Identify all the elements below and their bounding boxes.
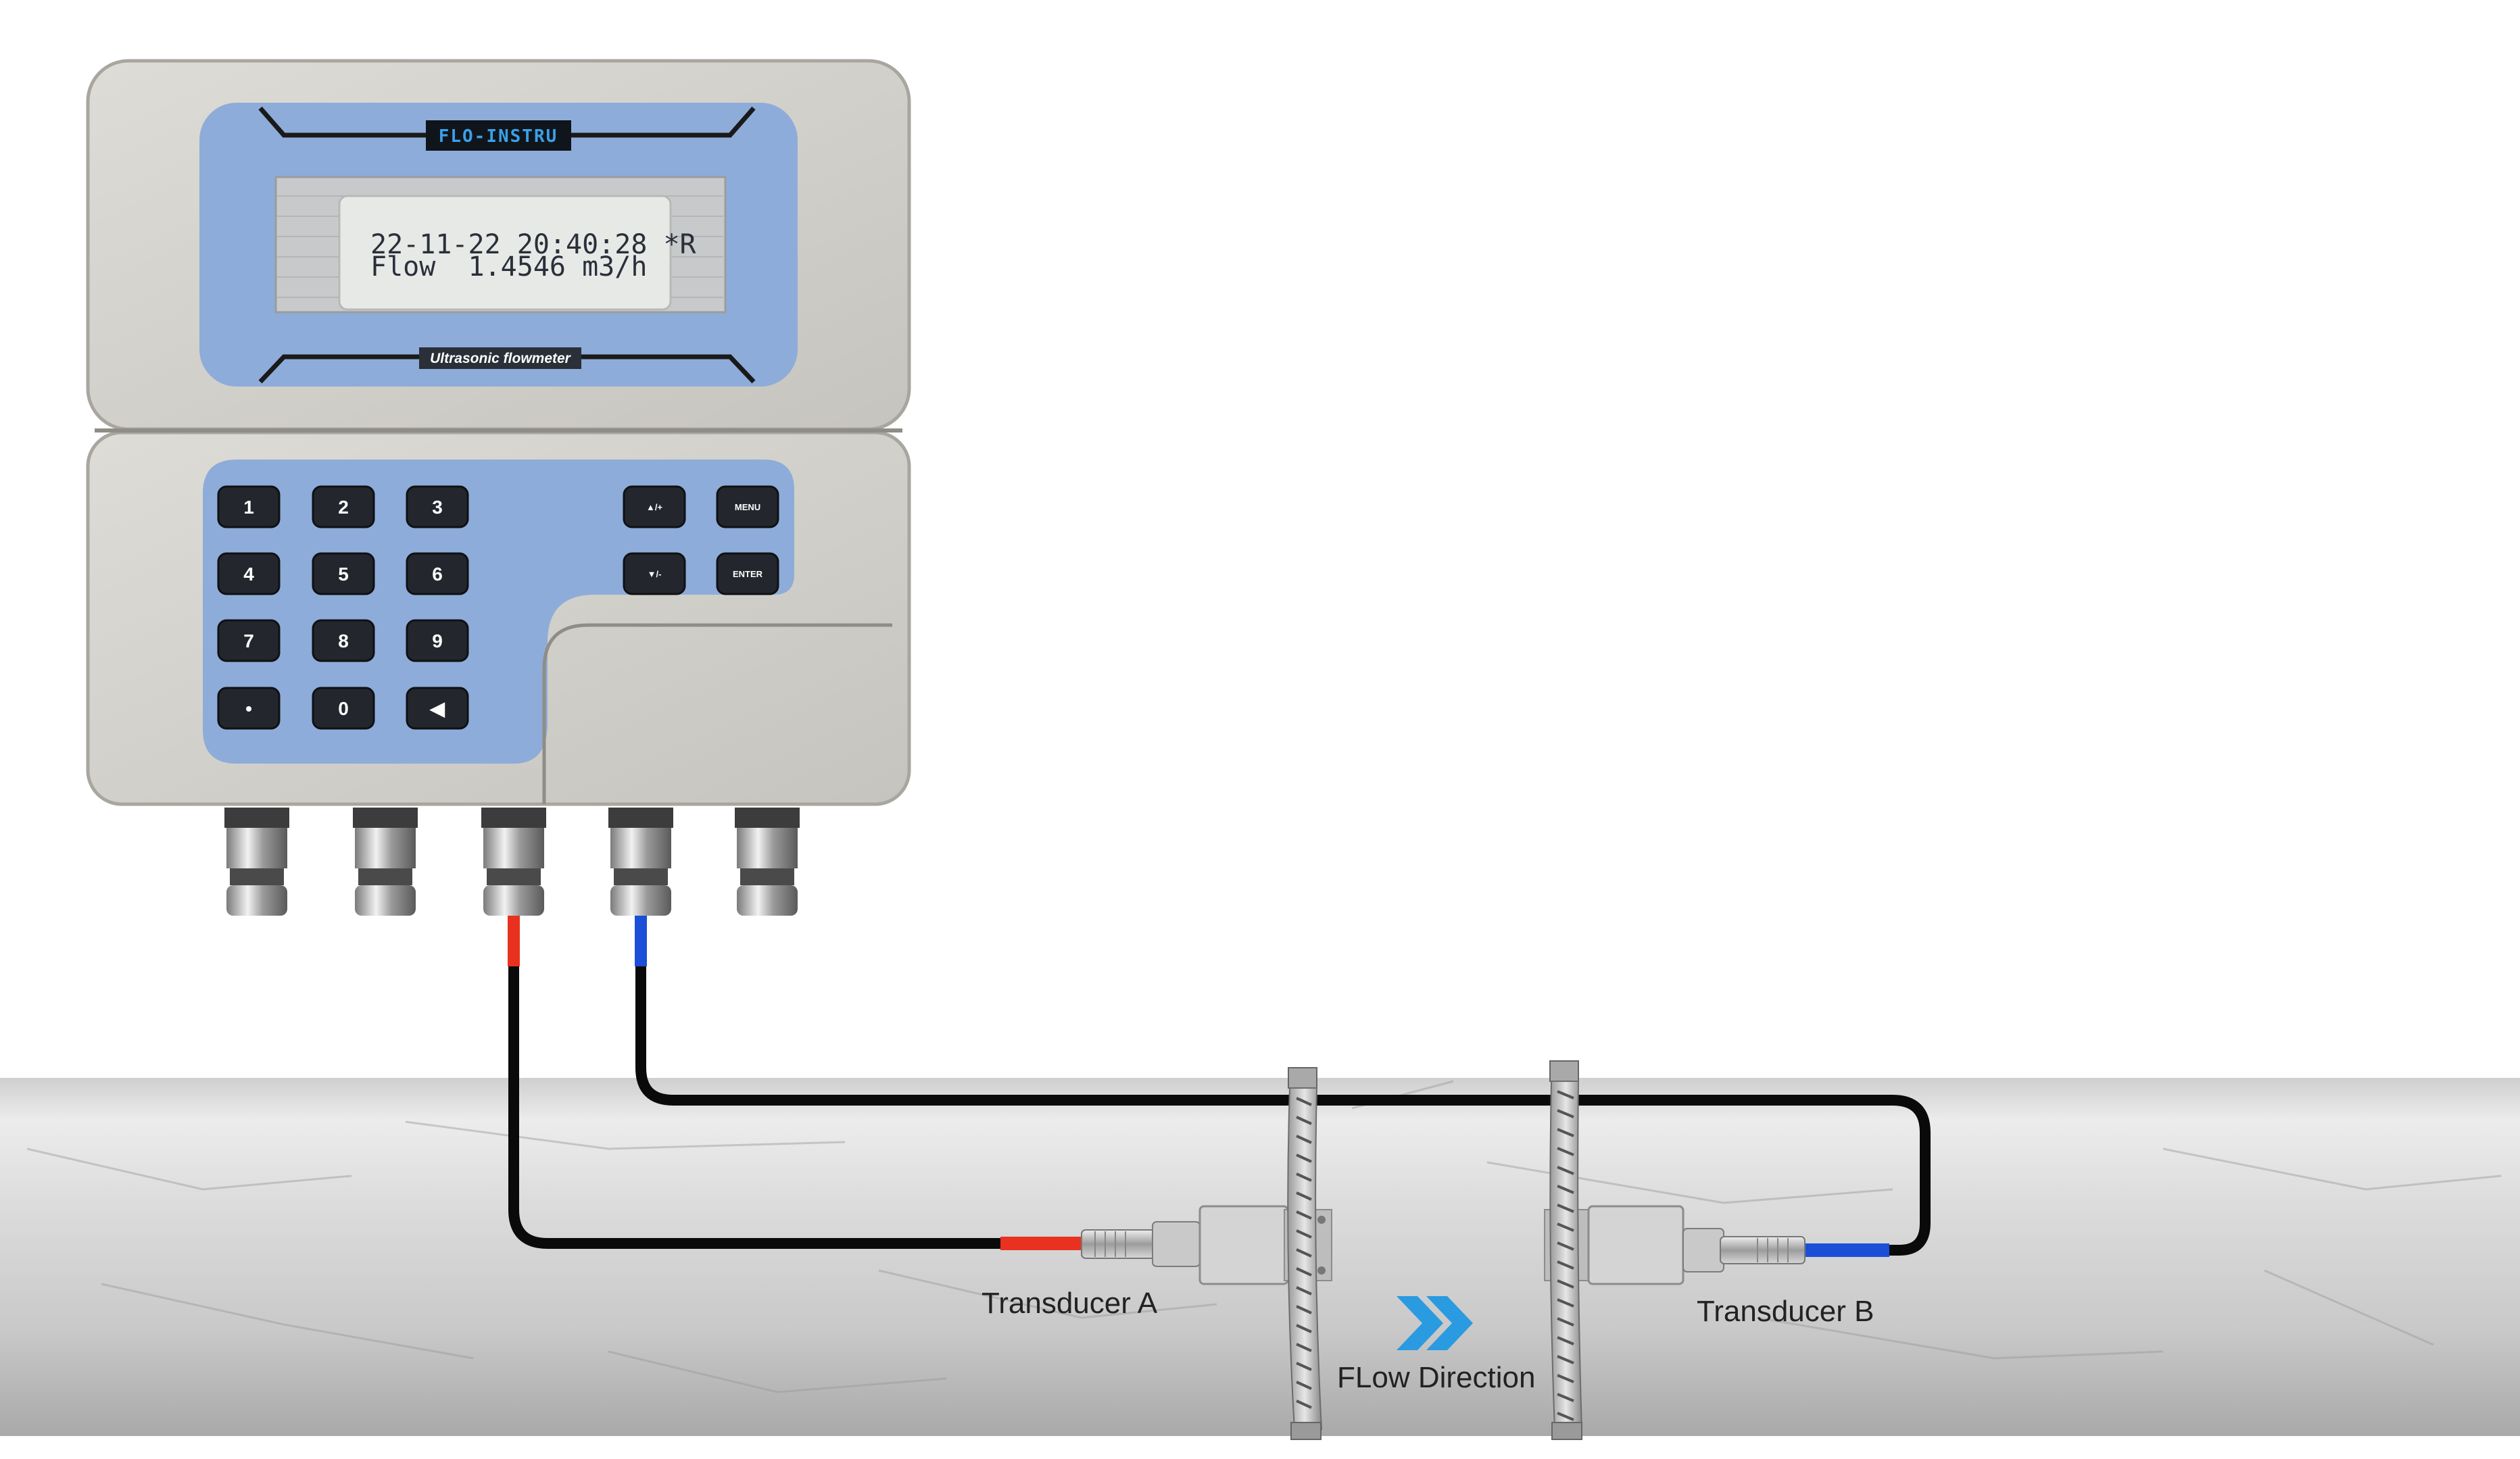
lcd-line-1: 22-11-22 20:40:28 *R <box>370 229 697 260</box>
band-slot <box>1296 1286 1312 1295</box>
key-4-label: 4 <box>243 564 254 585</box>
band-slot <box>1296 1210 1312 1220</box>
band-slot <box>1557 1204 1574 1213</box>
band-slot <box>1296 1324 1312 1333</box>
band-slot <box>1296 1400 1312 1409</box>
key-9-label: 9 <box>432 630 443 651</box>
key-1-label: 1 <box>243 497 254 518</box>
key-5[interactable]: 5 <box>312 552 375 595</box>
band-slot <box>1296 1381 1312 1390</box>
flow-direction-label: FLow Direction <box>1337 1361 1535 1394</box>
band-slot <box>1296 1229 1312 1239</box>
numeric-keypad: 1 2 3 4 5 6 7 <box>217 485 469 730</box>
band-slot <box>1557 1336 1574 1345</box>
band-slot <box>1296 1097 1312 1106</box>
band-slot <box>1557 1109 1574 1118</box>
key-dot[interactable]: • <box>217 687 281 730</box>
key-6-label: 6 <box>432 564 443 585</box>
cable-glands <box>224 808 800 916</box>
transducer-a-label: Transducer A <box>982 1287 1158 1320</box>
key-backspace[interactable]: ◀ <box>406 687 469 730</box>
key-2[interactable]: 2 <box>312 485 375 528</box>
band-slot <box>1557 1374 1574 1383</box>
key-up-plus-label: ▲/+ <box>646 502 662 512</box>
cable-gland-3 <box>481 808 546 916</box>
key-down-minus-label: ▼/- <box>648 569 662 579</box>
cable-gland-5 <box>735 808 800 916</box>
key-0-label: 0 <box>338 698 349 719</box>
backspace-icon: ◀ <box>429 698 445 719</box>
cable-gland-1 <box>224 808 289 916</box>
key-4[interactable]: 4 <box>217 552 281 595</box>
key-up-plus[interactable]: ▲/+ <box>623 485 686 528</box>
key-6[interactable]: 6 <box>406 552 469 595</box>
device-subtitle: Ultrasonic flowmeter <box>430 351 572 366</box>
band-slot <box>1296 1154 1312 1163</box>
band-slot <box>1557 1222 1574 1232</box>
lcd-screen <box>338 195 672 311</box>
key-menu[interactable]: MENU <box>716 485 779 528</box>
band-slot <box>1296 1172 1312 1182</box>
key-2-label: 2 <box>338 497 349 518</box>
key-menu-label: MENU <box>735 502 760 512</box>
key-9[interactable]: 9 <box>406 619 469 662</box>
key-enter[interactable]: ENTER <box>716 552 779 595</box>
band-slot <box>1557 1393 1574 1402</box>
function-keys: ▲/+ ▼/- MENU ENTER <box>623 485 779 595</box>
key-5-label: 5 <box>338 564 349 585</box>
key-7[interactable]: 7 <box>217 619 281 662</box>
clamp-band-a <box>1287 1067 1323 1440</box>
band-slot <box>1296 1343 1312 1352</box>
key-8[interactable]: 8 <box>312 619 375 662</box>
band-slot <box>1557 1298 1574 1308</box>
flowmeter-unit: FLO-INSTRU Ultrasonic flowmeter 22-11-22… <box>86 59 911 806</box>
transducer-b-label: Transducer B <box>1697 1295 1874 1328</box>
cable-gland-4 <box>608 808 673 916</box>
flow-direction-arrow-icon <box>1397 1296 1473 1350</box>
band-slot <box>1296 1305 1312 1314</box>
band-slot <box>1557 1147 1574 1156</box>
band-slot <box>1557 1128 1574 1137</box>
band-slot <box>1296 1116 1312 1125</box>
band-slot <box>1296 1191 1312 1201</box>
lcd-line-2: Flow 1.4546 m3/h <box>370 251 647 282</box>
band-slot <box>1557 1355 1574 1364</box>
key-3[interactable]: 3 <box>406 485 469 528</box>
band-slot <box>1557 1260 1574 1270</box>
band-slot <box>1557 1166 1574 1175</box>
cable-gland-2 <box>353 808 418 916</box>
band-slot <box>1557 1317 1574 1327</box>
band-slot <box>1296 1248 1312 1258</box>
key-down-minus[interactable]: ▼/- <box>623 552 686 595</box>
band-slot <box>1557 1185 1574 1194</box>
key-3-label: 3 <box>432 497 443 518</box>
band-slot <box>1557 1279 1574 1289</box>
key-1[interactable]: 1 <box>217 485 281 528</box>
key-enter-label: ENTER <box>733 569 763 579</box>
key-dot-label: • <box>245 698 252 719</box>
brand-plate <box>426 120 571 151</box>
band-slot <box>1557 1412 1574 1421</box>
brand-logo: FLO-INSTRU <box>439 126 558 147</box>
band-slot <box>1296 1135 1312 1144</box>
band-slot <box>1296 1267 1312 1277</box>
band-slot <box>1557 1090 1574 1099</box>
band-slot <box>1296 1362 1312 1371</box>
key-8-label: 8 <box>338 630 349 651</box>
key-0[interactable]: 0 <box>312 687 375 730</box>
clamp-band-b <box>1549 1060 1583 1440</box>
key-7-label: 7 <box>243 630 254 651</box>
band-slot <box>1557 1241 1574 1251</box>
